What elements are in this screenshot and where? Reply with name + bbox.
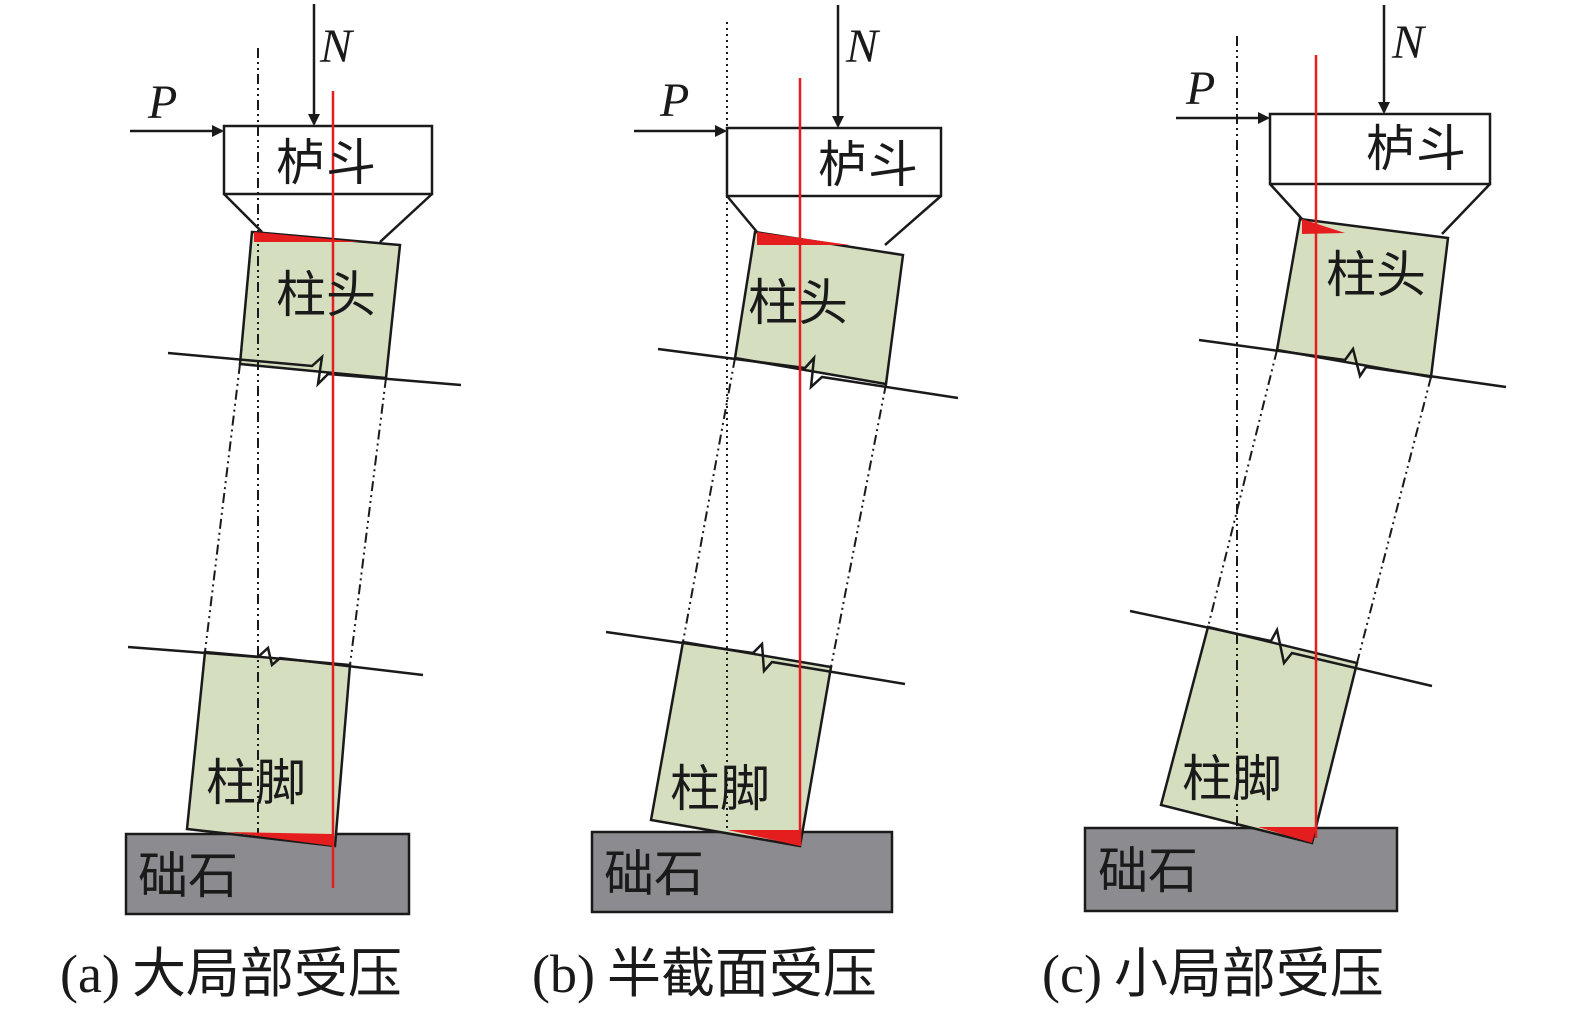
plinth-label-b: 础石 — [604, 845, 704, 903]
panel-a: N P 栌斗 柱头 柱脚 础石 (a)大局部受压 — [60, 4, 462, 1005]
column-edge-right-c — [1356, 376, 1432, 664]
column-foot-c — [1159, 625, 1359, 845]
column-edge-right-a — [349, 377, 387, 666]
plinth-b — [590, 830, 894, 914]
column-head-label-a: 柱头 — [276, 266, 376, 324]
break-line-bottom-b — [605, 630, 906, 686]
panel-b: N P 栌斗 柱头 柱脚 础石 (b)半截面受压 — [532, 5, 959, 1005]
column-edge-right-b — [830, 383, 887, 668]
break-line-top-a — [167, 351, 462, 388]
stress-top-b — [757, 232, 850, 245]
column-foot-label-c: 柱脚 — [1182, 750, 1282, 808]
break-line-top-b — [657, 347, 959, 400]
force-n-label-a: N — [319, 20, 355, 73]
column-head-label-b: 柱头 — [748, 274, 848, 332]
bracket-b — [725, 126, 943, 246]
caption-a: (a)大局部受压 — [60, 942, 402, 1005]
caption-b: (b)半截面受压 — [532, 942, 877, 1005]
plinth-a — [124, 832, 411, 916]
force-p-label-b: P — [659, 74, 689, 127]
column-foot-label-b: 柱脚 — [670, 760, 770, 818]
stress-bottom-b — [728, 830, 800, 846]
bracket-label-c: 栌斗 — [1366, 120, 1466, 178]
caption-c: (c)小局部受压 — [1042, 942, 1384, 1005]
column-edge-left-b — [682, 357, 736, 643]
break-line-top-c — [1198, 338, 1507, 389]
column-edge-left-a — [204, 363, 241, 653]
plinth-label-c: 础石 — [1098, 842, 1198, 900]
stress-top-c — [1302, 219, 1345, 234]
panel-c: N P 栌斗 柱头 柱脚 础石 (c)小局部受压 — [1042, 5, 1507, 1005]
force-n-label-c: N — [1391, 16, 1427, 69]
break-line-bottom-a — [127, 645, 424, 677]
force-p-label-a: P — [147, 76, 177, 129]
column-foot-label-a: 柱脚 — [206, 754, 306, 812]
column-foot-a — [185, 650, 352, 848]
bracket-a — [222, 124, 434, 243]
column-head-label-c: 柱头 — [1326, 246, 1426, 304]
bracket-c — [1268, 112, 1492, 235]
bracket-label-a: 栌斗 — [276, 134, 376, 192]
force-n-label-b: N — [845, 20, 881, 73]
plinth-c — [1083, 826, 1399, 913]
stress-bottom-c — [1258, 827, 1316, 843]
plinth-label-a: 础石 — [138, 847, 238, 905]
bracket-label-b: 栌斗 — [818, 136, 918, 194]
column-edge-left-c — [1207, 349, 1278, 628]
force-p-label-c: P — [1185, 62, 1215, 115]
stress-bottom-a — [228, 832, 333, 846]
